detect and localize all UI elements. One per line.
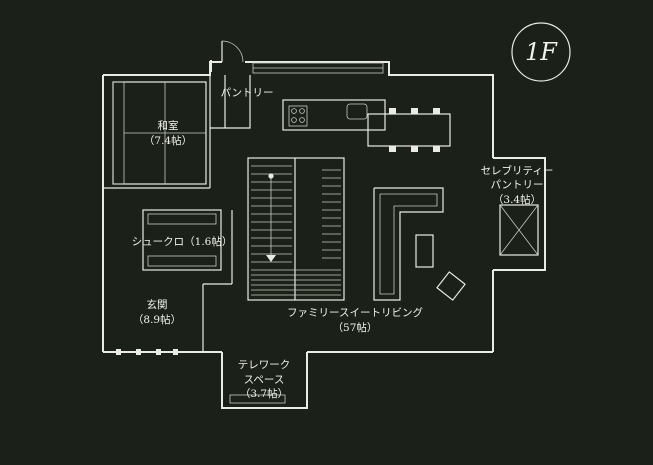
pantry-enclosure xyxy=(210,75,251,129)
celebrity-pantry-size: （3.4帖） xyxy=(493,193,541,206)
cooktop xyxy=(288,105,308,127)
genkan-size: （8.9帖） xyxy=(133,313,181,326)
washitsu xyxy=(103,81,210,189)
tokonoma xyxy=(112,81,125,185)
door-swing-arc xyxy=(221,40,244,63)
door-mark xyxy=(116,349,121,355)
chair xyxy=(433,108,440,114)
shelf-cross xyxy=(499,204,539,256)
pantry-partitions xyxy=(209,75,251,188)
stair-enclosure xyxy=(247,157,345,301)
floor-badge-circle xyxy=(511,22,571,82)
telework-desk xyxy=(229,394,286,404)
celebrity-pantry xyxy=(493,157,546,271)
burner xyxy=(291,117,297,123)
floor-badge-label: 1F xyxy=(525,38,558,66)
sofa-cushion-line xyxy=(379,193,438,295)
chair xyxy=(433,146,440,152)
burner xyxy=(291,108,297,114)
wall-north-east xyxy=(245,61,494,158)
genkan-name: 玄関 xyxy=(147,298,168,311)
room-labels: パントリー 和室 （7.4帖） セレブリティー パントリー （3.4帖） シュー… xyxy=(132,87,554,400)
stair-start-dot xyxy=(268,173,274,179)
chair xyxy=(411,108,418,114)
staircase xyxy=(247,157,345,301)
north-window xyxy=(252,62,384,74)
telework-size: （3.7帖） xyxy=(240,387,288,400)
stair-arrow-icon xyxy=(266,255,276,262)
dining-table xyxy=(367,113,451,147)
shoe-shelf-bottom xyxy=(147,255,217,267)
sink xyxy=(346,103,368,120)
coffee-table xyxy=(415,234,434,268)
entrance-door xyxy=(116,349,178,355)
stair-steps-left xyxy=(251,165,292,263)
floor-badge: 1F xyxy=(511,22,571,82)
celebrity-pantry-line2: パントリー xyxy=(490,179,543,191)
living-size: （57帖） xyxy=(333,321,378,334)
shoe-closet-frame xyxy=(142,209,222,271)
burner xyxy=(299,117,305,123)
stair-steps-right xyxy=(322,169,341,259)
telework-line1: テレワーク xyxy=(238,359,291,371)
pantry-shelf xyxy=(499,204,539,256)
washitsu-name: 和室 xyxy=(158,119,179,132)
telework-walls xyxy=(221,352,308,409)
shoe-closet-label: シュークロ（1.6帖） xyxy=(132,235,233,248)
kitchen xyxy=(282,99,451,152)
celebrity-pantry-line1: セレブリティー xyxy=(481,164,554,177)
chair xyxy=(411,146,418,152)
chair xyxy=(389,108,396,114)
living-name: ファミリースイートリビング xyxy=(287,306,423,319)
pantry-label: パントリー xyxy=(220,87,273,99)
door-mark xyxy=(173,349,178,355)
door-mark xyxy=(156,349,161,355)
shoe-shelf-top xyxy=(147,213,217,225)
telework-line2: スペース xyxy=(244,374,285,386)
living-furniture xyxy=(373,187,466,301)
kitchen-counter xyxy=(282,99,386,131)
burner xyxy=(299,108,305,114)
stair-steps-bottom xyxy=(251,269,341,296)
outer-walls xyxy=(102,61,494,409)
lounge-chair xyxy=(436,271,466,301)
wall-north-west xyxy=(103,61,222,76)
l-sofa xyxy=(373,187,444,301)
door-mark xyxy=(136,349,141,355)
celebrity-pantry-walls xyxy=(493,157,546,271)
shoe-closet xyxy=(142,209,233,352)
chair xyxy=(389,146,396,152)
pantry-door xyxy=(210,40,244,72)
washitsu-size: （7.4帖） xyxy=(144,134,192,147)
